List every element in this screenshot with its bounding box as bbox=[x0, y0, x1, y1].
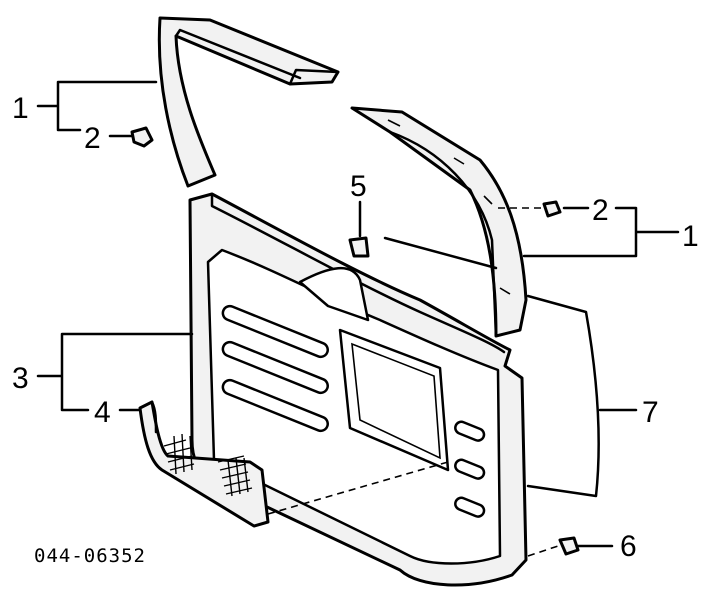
clip-right-fastener bbox=[542, 200, 562, 218]
upper-right-trim-panel bbox=[350, 106, 528, 338]
callout-6: 6 bbox=[620, 530, 637, 563]
clip-part-6 bbox=[558, 536, 580, 556]
bracket-part-5 bbox=[348, 236, 370, 258]
callout-1-left: 1 bbox=[12, 92, 29, 125]
callout-7: 7 bbox=[642, 396, 659, 429]
leader-lines bbox=[36, 80, 680, 548]
callout-5: 5 bbox=[350, 170, 367, 203]
callout-1-right: 1 bbox=[682, 220, 699, 253]
diagram-code: 044-06352 bbox=[34, 545, 146, 567]
upper-left-trim-panel bbox=[157, 16, 340, 188]
main-trim-board bbox=[188, 192, 528, 587]
callout-2-right: 2 bbox=[592, 194, 609, 227]
assembly-dashed-lines bbox=[267, 207, 559, 557]
clip-left-fastener bbox=[130, 126, 154, 148]
callout-2-left: 2 bbox=[84, 122, 101, 155]
lower-grille-piece bbox=[138, 400, 270, 528]
callout-4: 4 bbox=[94, 396, 111, 429]
back-sheet-panel bbox=[383, 236, 600, 498]
callout-3: 3 bbox=[12, 362, 29, 395]
